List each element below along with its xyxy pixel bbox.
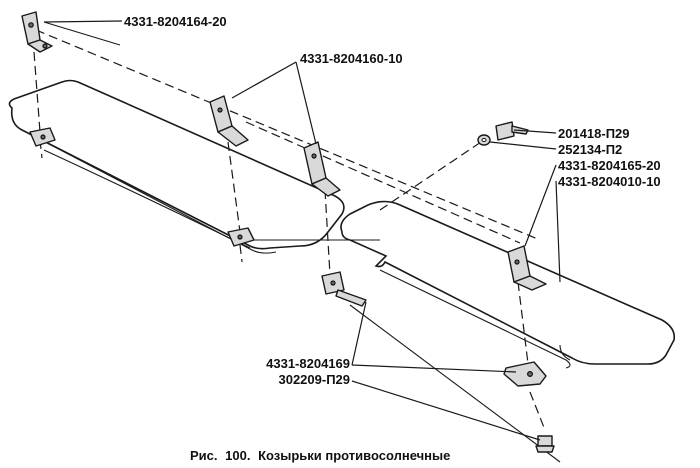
label-4331-8204010-10: 4331-8204010-10 [558, 174, 661, 189]
label-4331-8204164-20: 4331-8204164-20 [124, 14, 227, 29]
right-visor-panel [340, 200, 676, 369]
label-201418-p29: 201418-П29 [558, 126, 630, 141]
screw-302209 [535, 435, 555, 453]
label-302209-p29: 302209-П29 [278, 372, 350, 387]
left-visor-panel [8, 79, 345, 254]
caption-text: Козырьки противосолнечные [258, 448, 450, 463]
assembly-axes [33, 29, 546, 431]
caption-number: 100. [225, 448, 250, 463]
figure-caption: Рис. 100. Козырьки противосолнечные [190, 448, 450, 463]
bracket-top-left [21, 11, 53, 53]
caption-prefix: Рис. [190, 448, 218, 463]
bracket-middle-1 [209, 95, 249, 147]
screw-201418 [495, 121, 529, 141]
label-252134-p2: 252134-П2 [558, 142, 622, 157]
left-clip-2 [227, 227, 255, 247]
right-lower-clip [503, 361, 547, 387]
leader-lines [43, 20, 561, 441]
label-4331-8204160-10: 4331-8204160-10 [300, 51, 403, 66]
label-4331-8204165-20: 4331-8204165-20 [558, 158, 661, 173]
bracket-middle-2 [303, 141, 341, 197]
bracket-right [507, 245, 547, 291]
pivot-rod [321, 271, 367, 307]
label-4331-8204169: 4331-8204169 [266, 356, 350, 371]
washer-252134 [477, 134, 491, 146]
left-clip-1 [29, 127, 56, 147]
